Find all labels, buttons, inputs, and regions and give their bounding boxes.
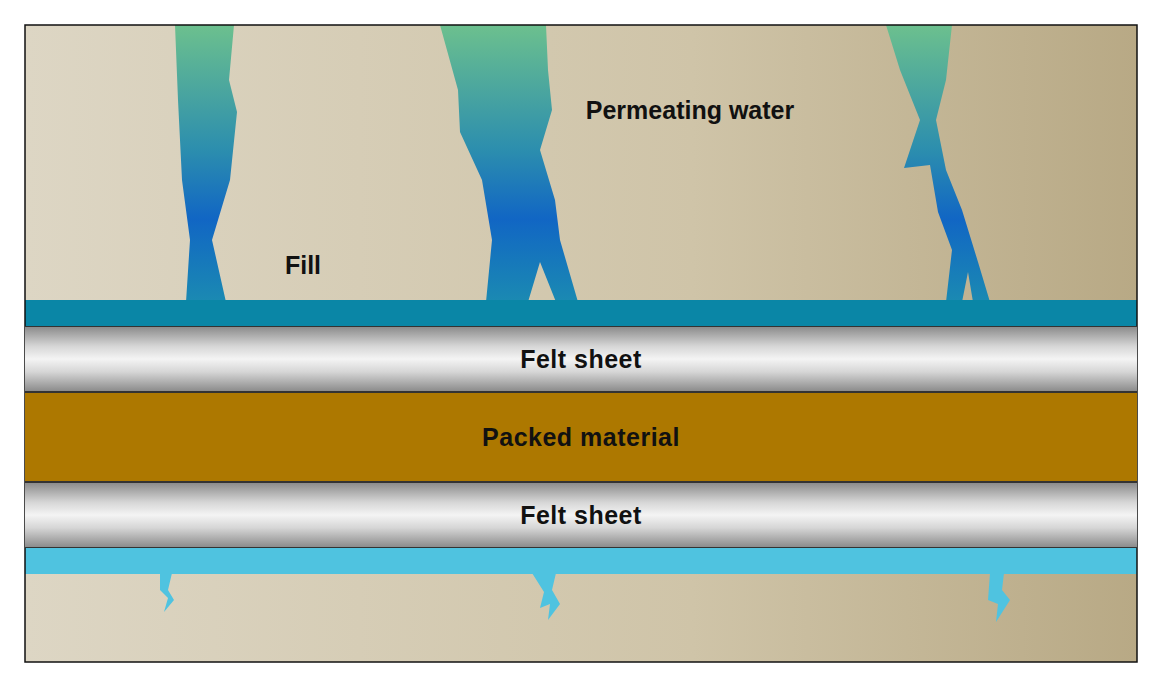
water-streak: [175, 25, 237, 302]
band-label: Felt sheet: [520, 345, 642, 374]
water-streak: [886, 25, 990, 302]
felt-sheet: Felt sheet: [25, 482, 1137, 548]
packed-material-band: Packed material: [25, 392, 1137, 482]
felt-sheet: Felt sheet: [25, 326, 1137, 392]
frame: [25, 25, 1137, 662]
seepage-layer: [25, 548, 1137, 574]
water-layer: [25, 300, 1137, 327]
fill-ground: [25, 25, 1137, 662]
fill-label: Fill: [285, 251, 321, 280]
water-drip: [532, 573, 560, 620]
water-streak: [440, 25, 578, 302]
band-label: Packed material: [482, 423, 680, 452]
water-drip: [988, 573, 1010, 622]
water-drip: [160, 573, 174, 612]
band-label: Felt sheet: [520, 501, 642, 530]
water-label: Permeating water: [586, 96, 794, 125]
